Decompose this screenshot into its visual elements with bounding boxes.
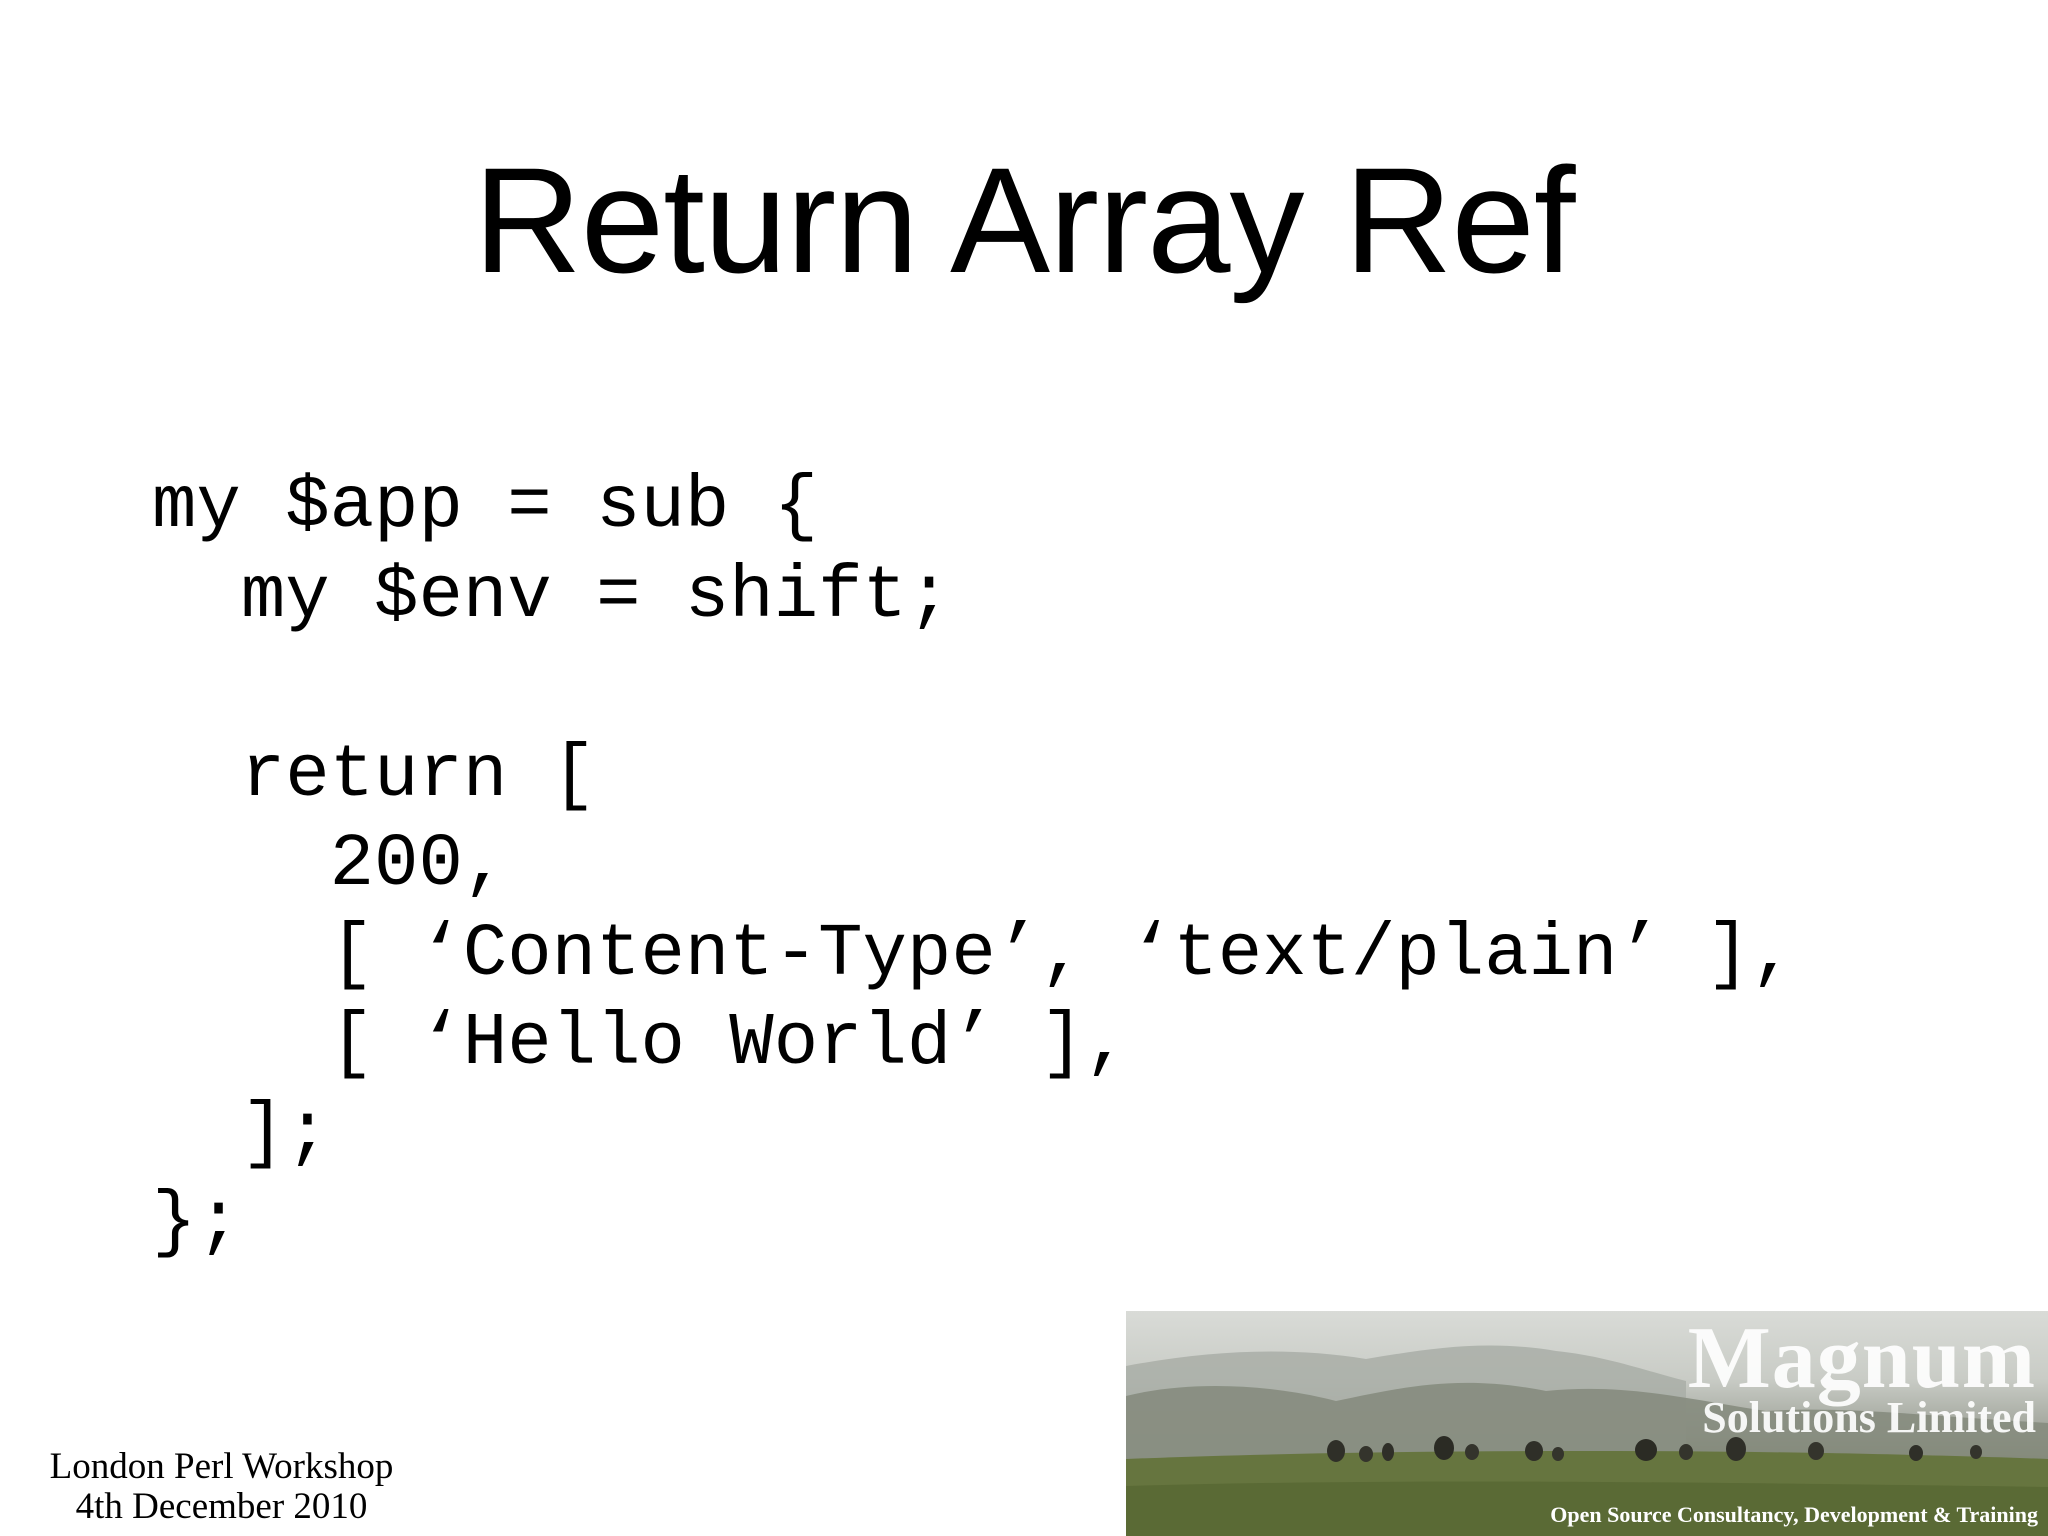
code-block: my $app = sub { my $env = shift; return …	[152, 463, 1795, 1269]
slide-title: Return Array Ref	[473, 136, 1575, 304]
code-line: my $env = shift;	[152, 554, 952, 639]
code-line: [ ‘Hello World’ ],	[152, 1002, 1129, 1086]
logo-subtitle: Solutions Limited	[1702, 1393, 2036, 1442]
slide-footer: London Perl Workshop 4th December 2010	[0, 1447, 443, 1527]
footer-event: London Perl Workshop	[49, 1446, 394, 1487]
code-line	[152, 642, 1795, 732]
code-line: ];	[152, 1091, 330, 1176]
logo-title: Magnum	[1687, 1311, 2036, 1407]
logo-tagline: Open Source Consultancy, Development & T…	[1550, 1502, 2038, 1527]
code-line: };	[152, 1181, 241, 1265]
footer-date: 4th December 2010	[75, 1486, 368, 1527]
landscape-image	[1126, 1345, 2048, 1536]
company-logo-banner: Magnum Solutions Limited Open Source Con…	[1126, 1311, 2048, 1536]
code-line: my $app = sub {	[152, 465, 819, 549]
code-line: return [	[152, 733, 597, 818]
code-line: [ ‘Content-Type’, ‘text/plain’ ],	[152, 912, 1796, 997]
code-line: 200,	[152, 823, 508, 907]
